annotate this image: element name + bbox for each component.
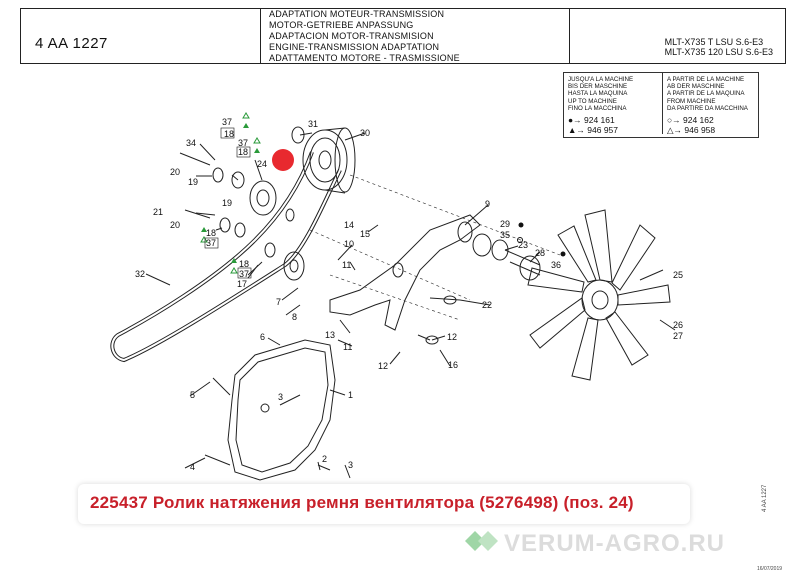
legend-until: JUSQU'A LA MACHINE BIS DER MASCHINE HAST… [568,76,660,135]
watermark: VERUM-AGRO.RU [460,524,760,560]
legend-until-serials: ●→ 924 161 ▲→ 946 957 [568,115,660,135]
legend-until-de: BIS DER MASCHINE [568,83,628,91]
callout-36: 36 [551,260,561,270]
model-2: MLT-X735 120 LSU S.6-E3 [664,47,773,57]
callout-4: 4 [190,462,195,472]
callout-37b: 37 [238,138,248,148]
drawing-header: 4 AA 1227 ADAPTATION MOTEUR-TRANSMISSION… [20,8,786,64]
callout-29: 29 [500,219,510,229]
callout-37d: 37 [239,269,249,279]
bracket-9 [329,214,481,331]
callout-12: 12 [447,332,457,342]
callout-11: 11 [342,260,351,270]
serial-legend: JUSQU'A LA MACHINE BIS DER MASCHINE HAST… [563,72,759,138]
callout-16: 16 [448,360,458,370]
watermark-leaf-icon [465,531,498,551]
watermark-text: VERUM-AGRO.RU [504,530,725,557]
idler-roller [283,251,305,281]
callout-5: 5 [190,390,195,400]
callout-15: 15 [360,229,370,239]
legend-from-fr: A PARTIR DE LA MACHINE [667,76,745,83]
legend-until-fr: JUSQU'A LA MACHINE [568,76,634,83]
drawing-code: 4 AA 1227 [35,35,108,52]
title-es: ADAPTACION MOTOR-TRANSMISION [269,31,434,41]
serial-until-2: ▲→ 946 957 [568,125,618,136]
callout-17: 17 [237,279,247,289]
title-fr: ADAPTATION MOTEUR-TRANSMISSION [269,9,445,19]
callout-21: 21 [153,207,163,217]
callout-11b: 11 [343,342,352,352]
revision-date: 16/07/2019 [757,566,783,572]
title-en: ENGINE-TRANSMISSION ADAPTATION [269,42,440,52]
drawing-titles: ADAPTATION MOTEUR-TRANSMISSION MOTOR-GET… [269,9,569,64]
title-it: ADATTAMENTO MOTORE - TRASMISSIONE [269,53,460,63]
serial-until-1: ●→ 924 161 [568,115,615,126]
callout-31: 31 [308,119,318,129]
legend-from: A PARTIR DE LA MACHINE AB DER MASCHINE A… [662,73,759,135]
legend-from-es: A PARTIR DE LA MAQUINA [667,90,745,98]
callout-8: 8 [292,312,297,322]
callout-12b: 12 [378,361,388,371]
callout-34: 34 [186,138,196,148]
belt-32 [110,151,342,363]
legend-from-de: AB DER MASCHINE [667,83,725,91]
models-box: MLT-X735 T LSU S.6-E3 MLT-X735 120 LSU S… [569,9,785,63]
callout-30: 30 [360,128,370,138]
callout-19b: 19 [222,198,232,208]
callout-28: 28 [535,248,545,258]
callout-25: 25 [673,270,683,280]
callout-6: 6 [260,332,265,342]
callout-18c: 18 [206,228,216,238]
serial-dot-icon [560,251,566,257]
callout-22: 22 [482,300,492,310]
highlight-marker [272,149,294,171]
callout-14: 14 [344,220,354,230]
legend-from-en: FROM MACHINE [667,97,716,105]
side-id: 4 AA 1227 [762,484,768,512]
callout-13: 13 [325,330,335,340]
callout-18b: 18 [238,147,248,157]
tensioner-roller-24 [249,180,277,216]
cover-1 [227,339,336,481]
part-caption: 225437 Ролик натяжения ремня вентилятора… [90,493,634,512]
callout-26: 26 [673,320,683,330]
serial-ring-icon [517,237,523,243]
model-list: MLT-X735 T LSU S.6-E3 MLT-X735 120 LSU S… [665,37,773,57]
green-triangle-markers [200,112,261,274]
callout-37c: 37 [206,238,216,248]
callout-10: 10 [344,239,354,249]
callout-3b: 3 [348,460,353,470]
callout-7: 7 [276,297,281,307]
legend-from-serials: ○→ 924 162 △→ 946 958 [667,115,759,135]
callout-24: 24 [257,159,267,169]
callout-19a: 19 [188,177,198,187]
callout-23: 23 [518,240,528,250]
legend-until-it: FINO LA MACCHINA [568,104,627,112]
callout-20b: 20 [170,220,180,230]
legend-until-en: UP TO MACHINE [568,97,617,105]
fan-25 [527,209,671,381]
callout-3: 3 [278,392,283,402]
model-1: MLT-X735 T LSU S.6-E3 [664,37,764,47]
hub-bearing [472,233,492,257]
callout-20a: 20 [170,167,180,177]
callout-37a: 37 [222,117,232,127]
callout-18d: 18 [239,259,249,269]
legend-until-es: HASTA LA MAQUINA [568,90,628,98]
serial-from-2: △→ 946 958 [667,125,716,136]
serial-from-1: ○→ 924 162 [667,115,714,126]
callout-18a: 18 [224,129,234,139]
legend-from-it: DA PARTIRE DA MACCHINA [667,104,748,112]
part-caption-banner: 225437 Ролик натяжения ремня вентилятора… [78,484,690,524]
callout-32: 32 [135,269,145,279]
callout-35: 35 [500,230,510,240]
callout-2: 2 [322,454,327,464]
callout-1: 1 [348,390,353,400]
callout-27: 27 [673,331,683,341]
drawing-code-box: 4 AA 1227 [21,9,261,63]
title-de: MOTOR-GETRIEBE ANPASSUNG [269,20,414,30]
callout-9: 9 [485,199,490,209]
serial-dot-icon [518,222,524,228]
